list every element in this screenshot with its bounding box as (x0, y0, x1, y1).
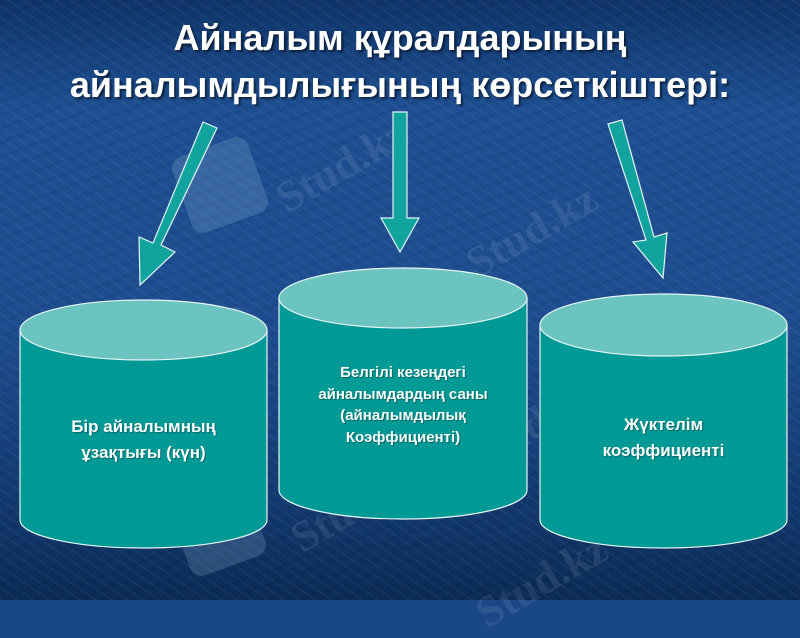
cylinder-center-line-4: Коэффициенті) (345, 428, 461, 446)
cylinder-center-label: Белгілі кезеңдегі айналымдардың саны (ай… (279, 362, 527, 448)
cylinder-right (539, 293, 788, 549)
cylinder-right-label: Жүктелім коэффициенті (540, 412, 787, 464)
cylinder-left-line-2: ұзақтығы (күн) (81, 443, 206, 462)
cylinder-center-line-1: Белгілі кезеңдегі (340, 364, 466, 381)
arrow-center-icon (379, 111, 421, 254)
cylinder-left (19, 299, 268, 549)
cylinder-center-line-3: (айналымдылық (340, 407, 466, 424)
arrow-left-icon (138, 121, 218, 287)
cylinder-right-line-1: Жүктелім (623, 415, 704, 434)
title-line-2: айналымдылығының көрсеткіштері: (69, 64, 731, 105)
diagram-shapes (19, 111, 788, 549)
arrow-right-icon (607, 119, 668, 280)
cylinder-left-label: Бір айналымның ұзақтығы (күн) (20, 414, 267, 466)
cylinder-center-line-2: айналымдардың саны (318, 385, 488, 403)
title-line-1: Айналым құралдарының (173, 17, 627, 58)
cylinder-left-line-1: Бір айналымның (71, 417, 216, 436)
slide-title: Айналым құралдарының айналымдылығының кө… (0, 14, 800, 108)
cylinder-right-line-2: коэффициенті (602, 441, 725, 460)
cylinder-center (278, 267, 528, 520)
